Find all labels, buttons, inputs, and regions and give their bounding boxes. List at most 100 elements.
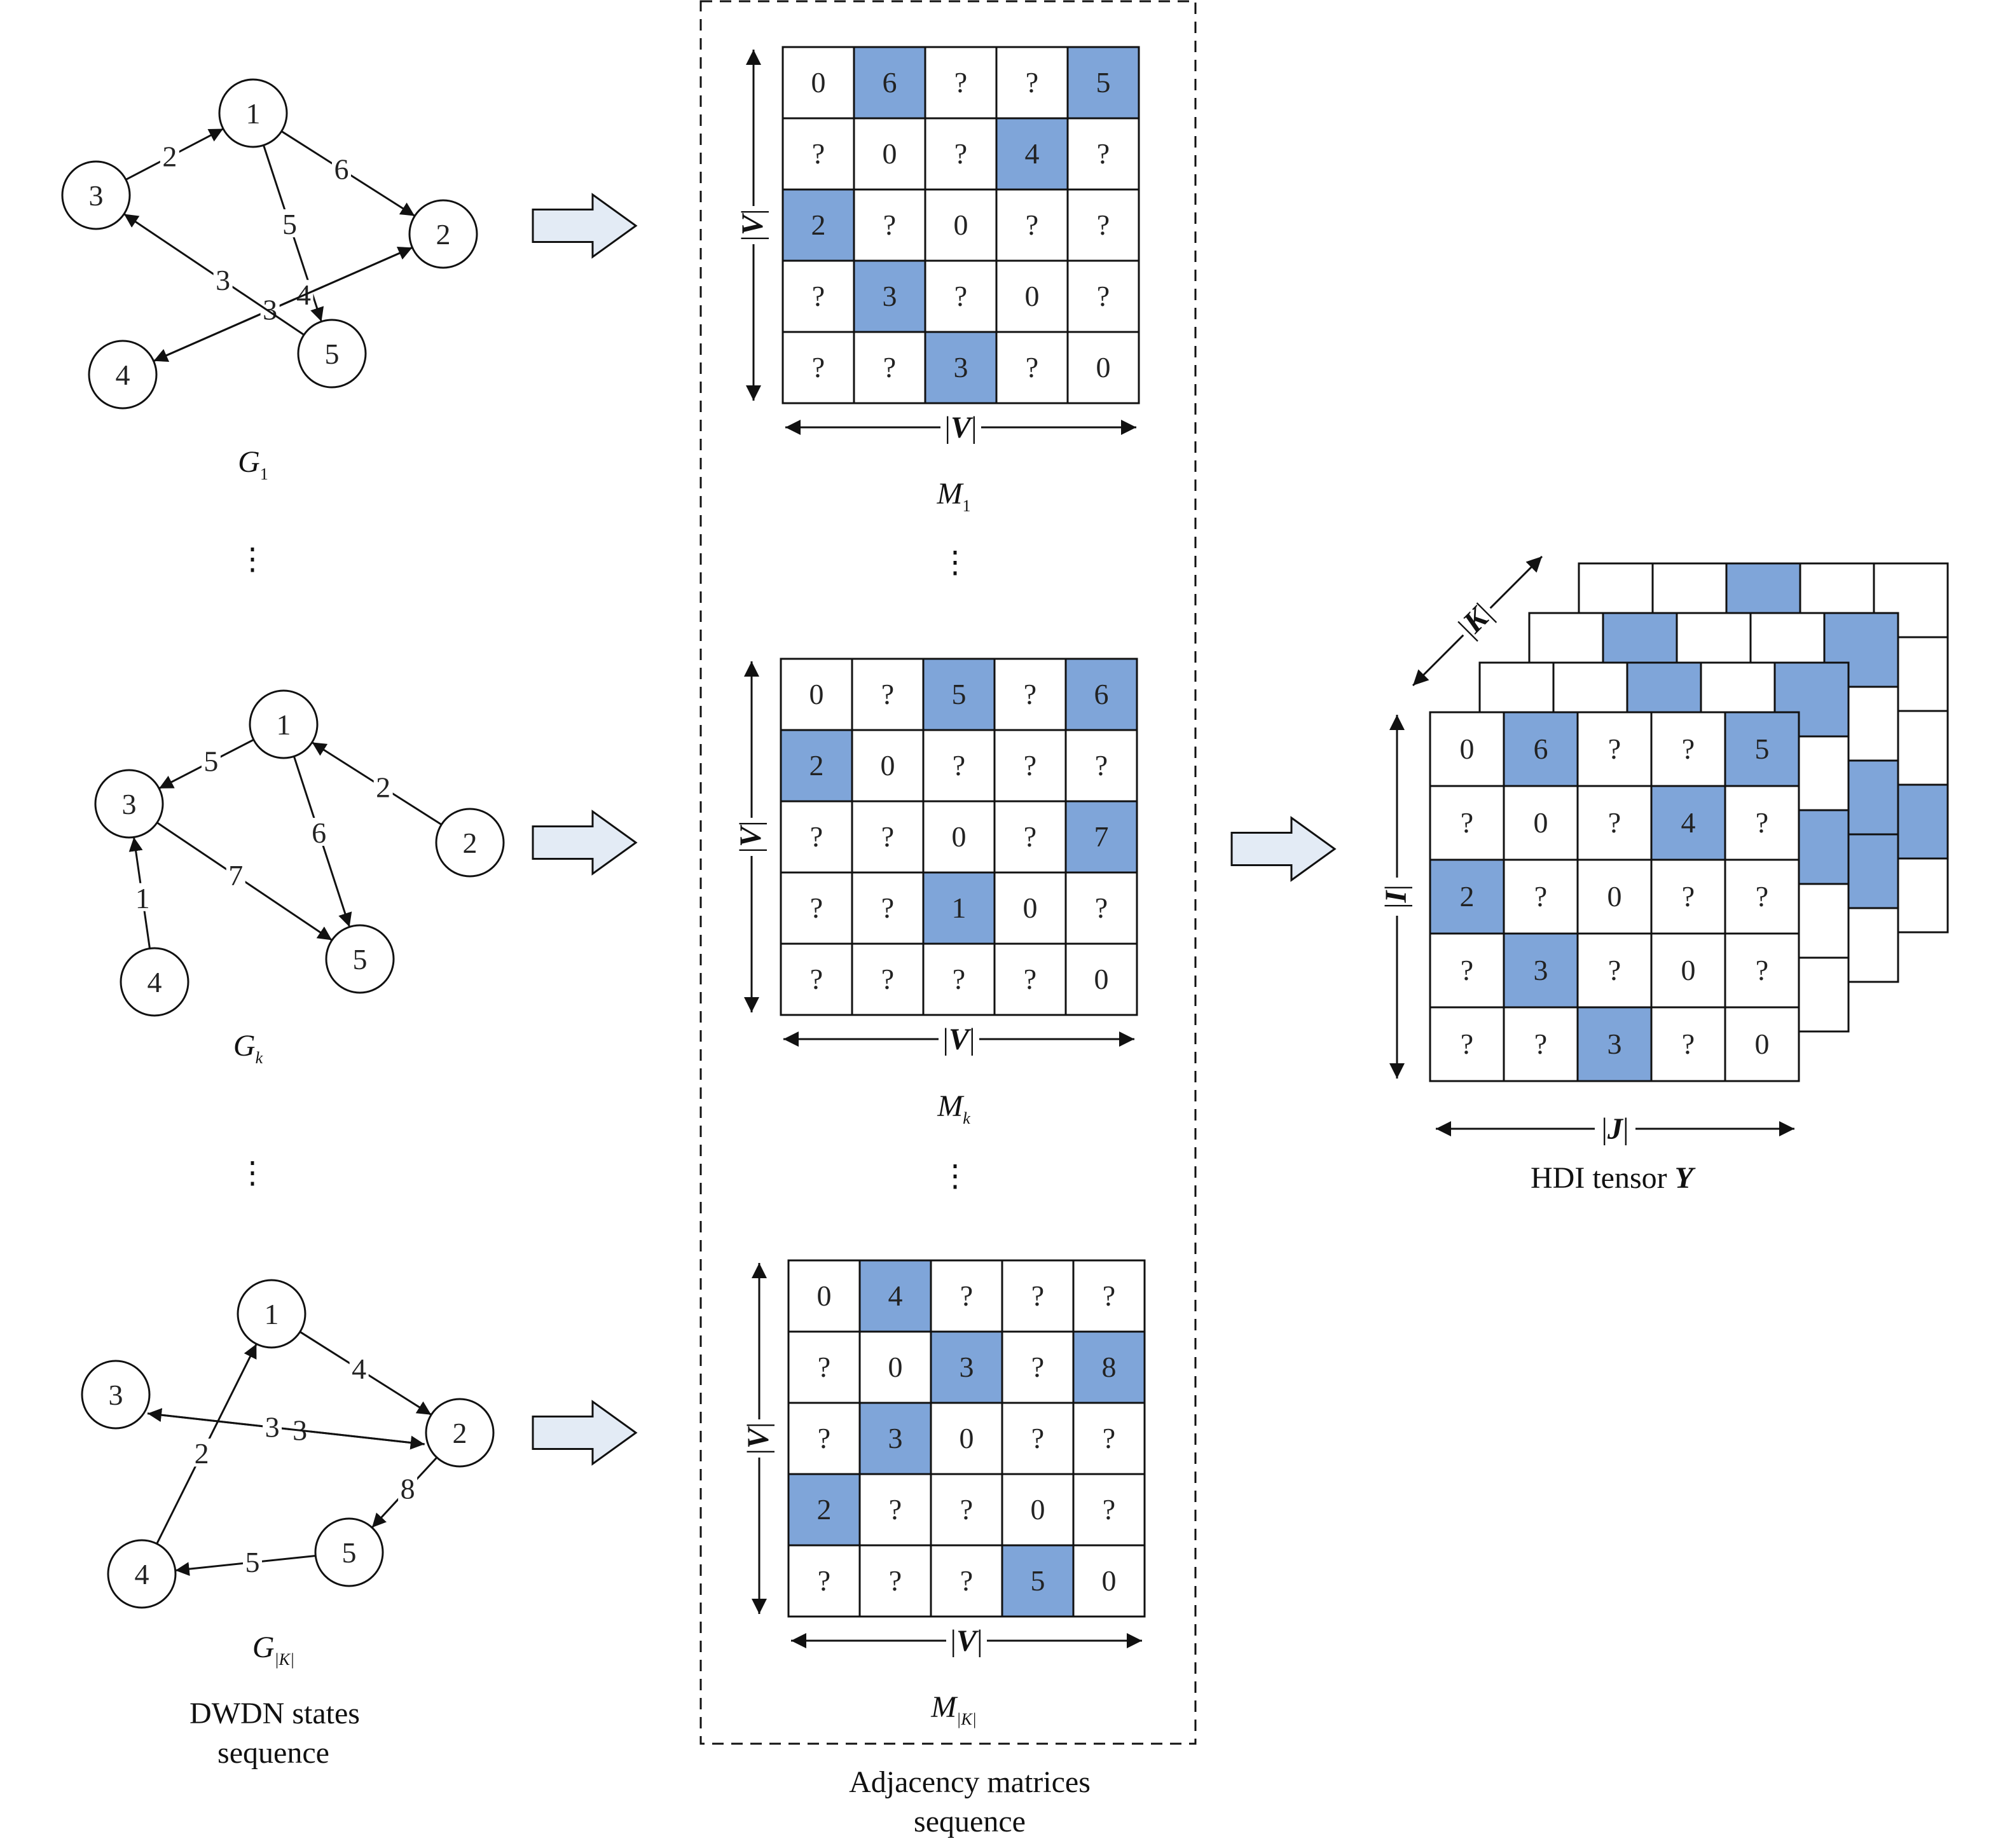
graph-gK-edge-3-2	[147, 1412, 425, 1450]
matrix-m1-cell-value: 0	[954, 209, 968, 241]
graph-gk-edge-weight: 5	[203, 745, 218, 778]
matrix-m1-cell-value: ?	[1026, 351, 1038, 383]
edge-weight-background	[349, 1353, 369, 1382]
graph-gK-edge-weight: 4	[352, 1353, 366, 1385]
ellipsis-graphs-top: ⋮	[237, 542, 268, 576]
matrix-mK-cell-value: ?	[1103, 1279, 1115, 1312]
matrix-mk-cell-value: ?	[881, 678, 894, 710]
matrix-mK-cell-value: ?	[818, 1564, 830, 1597]
graph-g1-caption: G1	[238, 445, 268, 483]
matrix-mK-cell-value: ?	[1031, 1422, 1044, 1454]
left-caption-line2: sequence	[217, 1736, 329, 1770]
graph-gk-caption: Gk	[233, 1029, 263, 1067]
matrix-mK-cell-bg	[858, 1544, 932, 1618]
graph-g1-edge-4-2	[153, 246, 413, 362]
tensor-cell-value: ?	[1756, 806, 1768, 839]
matrix-mK-cell-bg	[1072, 1402, 1146, 1475]
tensor-cell-value: 6	[1534, 733, 1548, 765]
matrix-mk-cell-value: 0	[952, 820, 967, 853]
graph-gk-node-label: 1	[277, 708, 291, 741]
matrix-mk-cell-bg	[993, 729, 1067, 803]
graph-gK-node-label: 1	[265, 1298, 279, 1330]
graph-g1-node-label: 5	[325, 338, 340, 370]
tensor-cell-value: ?	[1682, 880, 1695, 913]
matrix-m1-cell-value: 2	[811, 209, 826, 241]
matrix-m1-cell-value: 6	[883, 66, 897, 99]
matrix-mk-cell-bg	[1064, 871, 1138, 945]
matrix-mk-col-axis-label: |V|	[942, 1023, 975, 1056]
matrix-mk-cell-value: ?	[881, 963, 894, 995]
tensor-cell-bg	[1503, 711, 1579, 787]
matrix-m1-cell-value: 3	[883, 280, 897, 312]
graph-gK-node-label: 3	[109, 1379, 123, 1411]
matrix-mk-cell-value: ?	[1095, 749, 1108, 782]
matrix-mk-cell-bg	[780, 942, 853, 1016]
tensor-cell-bg	[1576, 1006, 1653, 1082]
matrix-mK-cell-value: 5	[1031, 1564, 1045, 1597]
matrix-mK-cell-value: 2	[817, 1493, 832, 1526]
graph-g1-edge-weight: 3	[216, 264, 230, 296]
matrix-mk-cell-value: ?	[1024, 820, 1036, 853]
matrix-mK-cell-bg	[1072, 1259, 1146, 1333]
matrix-m1-cell-bg	[995, 331, 1069, 404]
matrix-m1-cell-value: ?	[1026, 209, 1038, 241]
matrix-mK-cell-bg	[930, 1544, 1003, 1618]
matrix-mK-row-axis-label: |V|	[741, 1422, 775, 1454]
matrix-m1-cell-bg	[1066, 188, 1140, 262]
matrix-m1-cell-bg	[995, 259, 1069, 333]
tensor-cell-value: 0	[1534, 806, 1548, 839]
matrix-mK-cell-bg	[1001, 1402, 1075, 1475]
flow-arrows-layer	[532, 193, 1337, 1466]
graph-g1-node-label: 4	[116, 359, 130, 391]
tensor-cell-bg	[1503, 1006, 1579, 1082]
ellipsis-matrices-top: ⋮	[940, 546, 970, 579]
tensor-cell-bg	[1650, 1006, 1726, 1082]
graph-g1-node-2	[408, 199, 478, 269]
matrix-mk-cell-bg	[993, 800, 1067, 874]
edge-weight-background	[373, 772, 393, 801]
matrix-mK-cell-value: 4	[888, 1279, 903, 1312]
matrix-mK-cell-value: ?	[960, 1564, 973, 1597]
axis-label-background	[946, 1623, 987, 1658]
edge-weight-background	[332, 154, 352, 183]
graph-g1-node-5	[297, 319, 367, 389]
matrix-mK-cell-value: ?	[1031, 1351, 1044, 1383]
matrix-m1-cell-value: 3	[954, 351, 968, 383]
matrix-m1-cell-bg	[1066, 46, 1140, 120]
middle-caption-line1: Adjacency matrices	[849, 1765, 1091, 1799]
matrix-m1-cell-value: ?	[812, 137, 825, 170]
matrix-mk-cell-value: 0	[809, 678, 824, 710]
axis-label-background	[1382, 878, 1412, 916]
graph-gk-node-label: 3	[122, 788, 137, 820]
matrix-mk-cell-bg	[922, 729, 996, 803]
matrix-mK-cell-bg	[1072, 1473, 1146, 1547]
graph-g1-edge-weight: 6	[334, 153, 349, 185]
matrix-m1-cell-bg	[853, 46, 926, 120]
graph-gK-edge-weight: 3	[265, 1410, 280, 1443]
matrix-m1-cell-value: 0	[883, 137, 897, 170]
tensor-cell-bg	[1724, 858, 1800, 935]
matrix-m1-cell-bg	[924, 46, 998, 120]
graph-gK-node-label: 5	[342, 1536, 357, 1569]
graph-gk-node-5	[325, 924, 395, 994]
flow-arrow-g1-to-m1	[532, 193, 638, 259]
edge-weight-background	[263, 1412, 282, 1440]
matrix-mk-cell-bg	[851, 871, 925, 945]
matrix-m1-col-axis-label: |V|	[944, 411, 977, 445]
matrix-mK-cell-value: 3	[888, 1422, 903, 1454]
axis-label-background	[1595, 1112, 1635, 1147]
matrix-mK-cell-bg	[930, 1259, 1003, 1333]
matrix-m1-cell-bg	[853, 331, 926, 404]
graph-g1-node-3	[61, 160, 131, 230]
matrix-mK-col-axis-label: |V|	[950, 1624, 982, 1658]
matrix-mk-cell-value: 0	[1023, 892, 1038, 924]
matrix-mk-cell-bg	[1064, 729, 1138, 803]
graph-gk-edge-weight: 1	[135, 882, 150, 914]
tensor-cell-value: 2	[1460, 880, 1475, 913]
matrix-mk-cell-value: 1	[952, 892, 967, 924]
matrix-m1-cell-value: ?	[1097, 137, 1110, 170]
tensor-cell-value: ?	[1461, 1028, 1473, 1060]
matrix-mk-cell-bg	[1064, 942, 1138, 1016]
